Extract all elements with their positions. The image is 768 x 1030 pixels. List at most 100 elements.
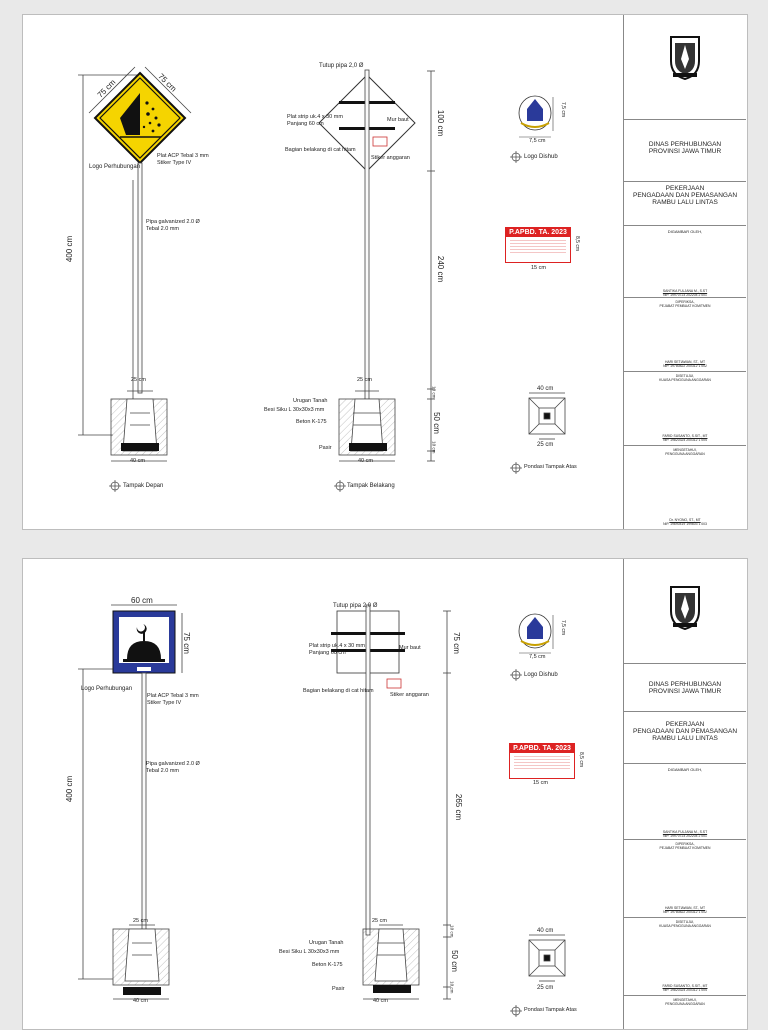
logo-width-dim: 7,5 cm (529, 138, 546, 144)
drawn-by-label: DIGAMBAR OLEH, (667, 229, 703, 234)
logo-label-2: Logo Perhubungan (81, 686, 133, 692)
project-line-3: RAMBU LALU LINTAS (652, 199, 718, 206)
falling-rocks-icon (142, 101, 161, 133)
foundation-top-view-2 (528, 934, 566, 982)
checker-nip-2: NIP. 19780822 200312 1 002 (663, 910, 707, 914)
emblem-cell (624, 15, 746, 120)
checked-role-1: DIPERIKSA, (675, 300, 695, 304)
dim-50: 50 cm (431, 412, 441, 434)
ack-role-2: PENGGUNA ANGGARAN (665, 452, 705, 456)
sheet-1-drawing (78, 66, 566, 492)
ack-name: Dr. NYONO, ST., MT (669, 518, 701, 522)
approved2-role-2: KUASA PENGGUNA ANGGARAN (659, 924, 711, 928)
plat-strip-label: Plat strip uk.4 x 30 mm (287, 114, 343, 120)
drawer-nip-2: NIP. 19970723 202204 2 001 (663, 834, 707, 838)
budget-sticker: P.APBD. TA. 2023 (505, 227, 571, 263)
pipe-label-2: Pipa galvanized 2.0 Ø (146, 761, 200, 767)
pasir-label: Pasir (319, 445, 332, 451)
agency-line-2: PROVINSI JAWA TIMUR (648, 148, 722, 155)
checked-by-cell: DIPERIKSA, PEJABAT PEMBUAT KOMITMEN HARI… (624, 297, 746, 372)
logo-dishub-label: Logo Dishub (524, 154, 558, 160)
view-back-label: Tampak Belakang (347, 483, 395, 489)
foot-width-back-2: 40 cm (373, 998, 388, 1004)
approved-by-cell: DISETUJUI, KUASA PENGGUNA ANGGARAN FARID… (624, 371, 746, 446)
pipe-thickness-label: Tebal 2.0 mm (146, 226, 180, 232)
agency-line-1: DINAS PERHUBUNGAN (648, 141, 722, 148)
title-block: DINAS PERHUBUNGAN PROVINSI JAWA TIMUR PE… (623, 15, 746, 529)
project-cell: PEKERJAAN PENGADAAN DAN PEMASANGAN RAMBU… (624, 181, 746, 226)
pipe-thickness-2: Tebal 2.0 mm (146, 768, 180, 774)
dishub-logo-icon-2 (518, 613, 554, 654)
sand-layer (121, 443, 159, 451)
logo-height-dim: 7,5 cm (560, 101, 567, 118)
dim-10-top-2: 10 cm (449, 925, 455, 938)
pasir-label-2: Pasir (332, 986, 345, 992)
checker-name-2: HARI SETIAWAN, ST., MT (664, 906, 706, 910)
back-view-2 (331, 604, 451, 1000)
project2-line-3: RAMBU LALU LINTAS (652, 735, 718, 742)
project2-line-1: PEKERJAAN (665, 721, 705, 728)
beton-label-2: Beton K-175 (312, 962, 343, 968)
logo-label: Logo Perhubungan (89, 164, 141, 170)
drawer-name-2: SANTIKA FULJANA M., S.ST (662, 830, 708, 834)
pole-height-2: 265 cm (454, 793, 464, 821)
urugan-label-2: Urugan Tanah (309, 940, 344, 946)
stiker-anggaran-label: Stiker anggaran (371, 155, 410, 161)
front-view-2 (78, 604, 183, 1000)
approver-nip: NIP. 19820324 200312 1 004 (663, 438, 707, 442)
checked2-role-1: DIPERIKSA, (675, 842, 695, 846)
logo-width-dim-2: 7,5 cm (529, 654, 546, 660)
view-marker-icons-2 (510, 669, 522, 1017)
base-width-front: 25 cm (131, 377, 146, 383)
approver-name-2: FARID SUSANTO, S.SIT., MT (662, 984, 708, 988)
base-width-front-2: 25 cm (133, 918, 148, 924)
jatim-emblem-icon (670, 36, 700, 81)
checked-role-2: PEJABAT PEMBUAT KOMITMEN (659, 304, 711, 308)
checked-by-cell-2: DIPERIKSA, PEJABAT PEMBUAT KOMITMEN HARI… (624, 839, 746, 918)
bagian-belakang-label: Bagian belakang di cat hitam (285, 147, 356, 153)
approver-name: FARID SUSANTO, S.SIT., MT (662, 434, 708, 438)
sticker-body-2 (514, 756, 570, 770)
plat-acp-label-2: Plat ACP Tebal 3 mm (147, 693, 199, 699)
project2-line-2: PENGADAAN DAN PEMASANGAN (632, 728, 738, 735)
mur-baut-label-2: Mur baut (399, 645, 421, 651)
plat-acp-label: Plat ACP Tebal 3 mm (157, 153, 209, 159)
logo-dishub-label-2: Logo Dishub (524, 672, 558, 678)
sticker-height-dim: 8,5 cm (574, 235, 581, 252)
mosque-icon (123, 624, 165, 662)
dim-10-top: 10 cm (431, 386, 437, 399)
foundation-top-view (528, 392, 566, 440)
project-line-2: PENGADAAN DAN PEMASANGAN (632, 192, 738, 199)
ack2-role-1: MENGETAHUI, (673, 998, 697, 1002)
checker-nip: NIP. 19780822 200312 1 002 (663, 364, 707, 368)
top-inner-dim: 25 cm (537, 442, 554, 448)
bagian-belakang-label-2: Bagian belakang di cat hitam (303, 688, 374, 694)
stiker-type-label-2: Stiker Type IV (147, 700, 182, 706)
front-view (78, 66, 192, 462)
sticker-width-dim-2: 15 cm (533, 780, 548, 786)
view-top-label-2: Pondasi Tampak Atas (524, 1007, 577, 1013)
dishub-logo-icon (518, 95, 554, 138)
stiker-type-label: Stiker Type IV (157, 160, 192, 166)
base-width-back: 25 cm (357, 377, 372, 383)
base-width-back-2: 25 cm (372, 918, 387, 924)
plat-strip-length: Panjang 60 cm (287, 121, 324, 127)
emblem-cell-2 (624, 559, 746, 664)
approver-nip-2: NIP. 19820324 200312 1 004 (663, 988, 707, 992)
total-height-label-2: 400 cm (65, 775, 75, 803)
foot-width-front: 40 cm (130, 458, 145, 464)
acknowledged-by-cell-2: MENGETAHUI, PENGGUNA ANGGARAN (624, 995, 746, 1029)
plat-strip-label-2: Plat strip uk.4 x 30 mm (309, 643, 365, 649)
drawn-by-cell: DIGAMBAR OLEH, SANTIKA FULJANA M., S.ST … (624, 225, 746, 298)
pole-height: 240 cm (436, 255, 446, 283)
ack-nip: NIP. 19690419 199603 1 003 (663, 522, 707, 526)
view-marker-icons (109, 151, 522, 492)
approved2-role-1: DISETUJUI, (675, 920, 695, 924)
pipe-cap-label: Tutup pipa 2,0 Ø (319, 63, 364, 69)
budget-sticker-2: P.APBD. TA. 2023 (509, 743, 575, 779)
project-line-1: PEKERJAAN (665, 185, 705, 192)
approved-role-2: KUASA PENGGUNA ANGGARAN (659, 378, 711, 382)
approved-role-1: DISETUJUI, (675, 374, 695, 378)
top-outer-dim-2: 40 cm (537, 928, 554, 934)
checker-name: HARI SETIAWAN, ST., MT (664, 360, 706, 364)
